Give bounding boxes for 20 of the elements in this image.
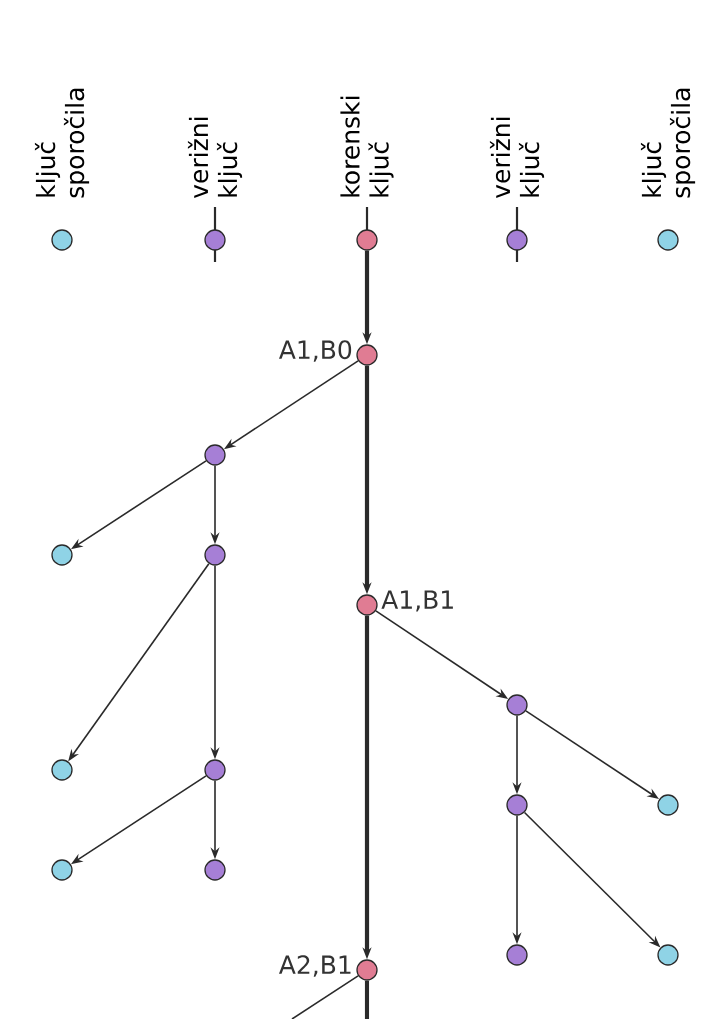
key-circle [204,444,226,466]
column-heading: verižni ključ [489,117,545,199]
key-circle [657,944,679,966]
key-circle [51,544,73,566]
key-circle [506,944,528,966]
key-circle [51,859,73,881]
column-heading: ključ sporočila [34,88,90,198]
key-label: A2,B1 [279,955,351,977]
column-heading: korenski ključ [340,96,394,197]
key-circle [51,759,73,781]
key-circle [506,794,528,816]
key-label: A1,B0 [279,340,352,362]
key-circle [657,794,679,816]
key-circle [204,544,226,566]
key-circle [506,694,528,716]
key-circle [204,759,226,781]
column-heading: verižni ključ [187,117,243,199]
key-label: A1,B1 [381,590,453,612]
key-circle [204,859,226,881]
column-heading: ključ sporočila [640,88,696,198]
